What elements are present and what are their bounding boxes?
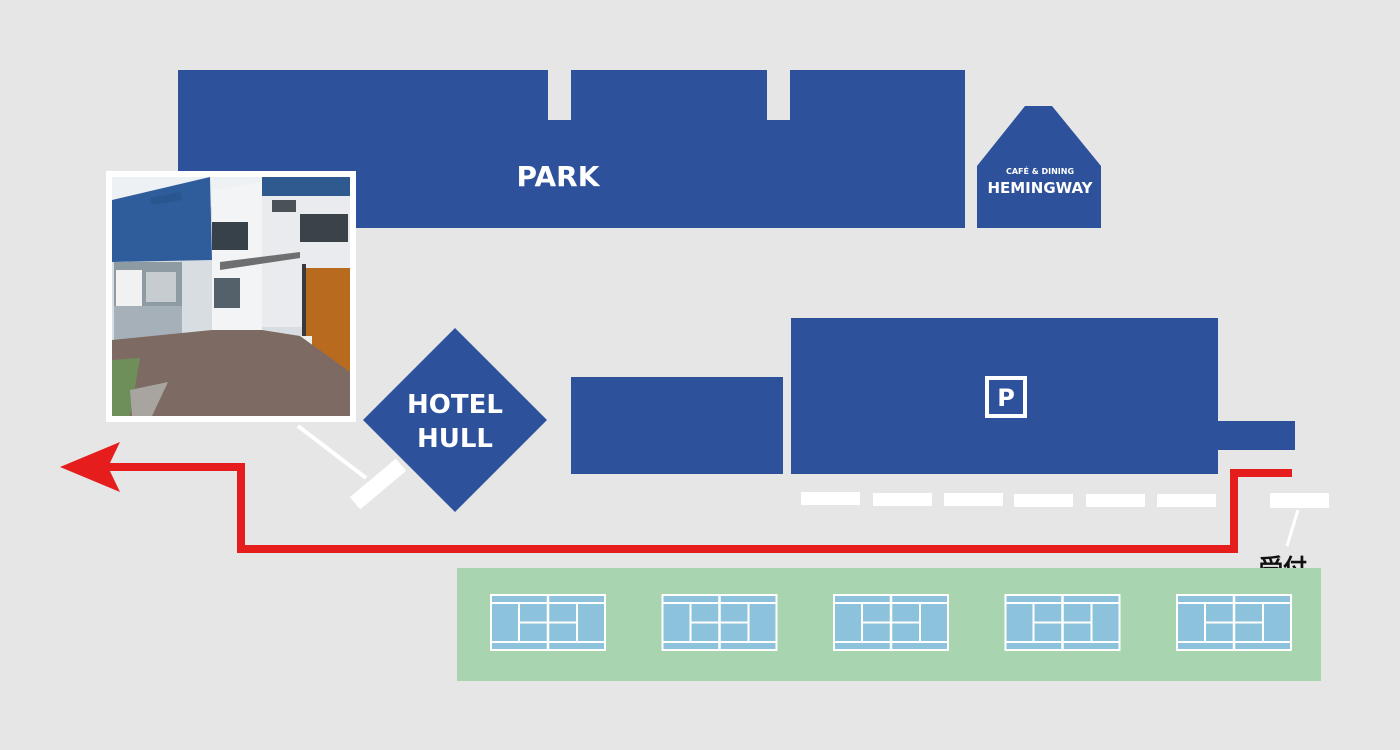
parking-icon-frame xyxy=(985,376,1027,418)
tennis-court xyxy=(1176,594,1292,651)
left-arrow-icon xyxy=(60,442,120,492)
hotel-label-line2: HULL xyxy=(417,424,493,454)
hotel-hull-building xyxy=(363,328,547,512)
brick-ground xyxy=(112,330,350,416)
entrance-photo xyxy=(106,171,356,422)
blue-roof xyxy=(112,177,212,262)
hotel-label-line1: HOTEL xyxy=(407,390,503,420)
dash xyxy=(1014,494,1073,507)
park-label: PARK xyxy=(517,160,601,193)
parking-icon: P xyxy=(997,384,1015,412)
parking-dashes xyxy=(801,492,1329,508)
tennis-court xyxy=(1004,594,1121,651)
dash xyxy=(1157,494,1216,507)
tennis-courts xyxy=(490,594,1292,651)
reception-pointer-line xyxy=(1285,509,1300,547)
cafe-subtitle: CAFÉ & DINING xyxy=(1006,165,1074,176)
cafe-hemingway-building xyxy=(977,106,1101,228)
dash xyxy=(801,492,860,505)
dash xyxy=(1086,494,1145,507)
tennis-court xyxy=(490,594,606,651)
dash xyxy=(873,493,932,506)
route-path xyxy=(108,463,1292,553)
park-building xyxy=(178,70,965,228)
tennis-court xyxy=(833,594,949,651)
tennis-court xyxy=(661,594,778,651)
dash xyxy=(944,493,1003,506)
cafe-name: HEMINGWAY xyxy=(987,179,1093,197)
parking-building xyxy=(791,318,1218,474)
middle-building xyxy=(571,377,783,474)
dash xyxy=(1270,493,1329,508)
entrance-marker xyxy=(349,458,407,510)
photo-pointer-line xyxy=(296,424,368,480)
parking-annex xyxy=(1216,421,1295,450)
